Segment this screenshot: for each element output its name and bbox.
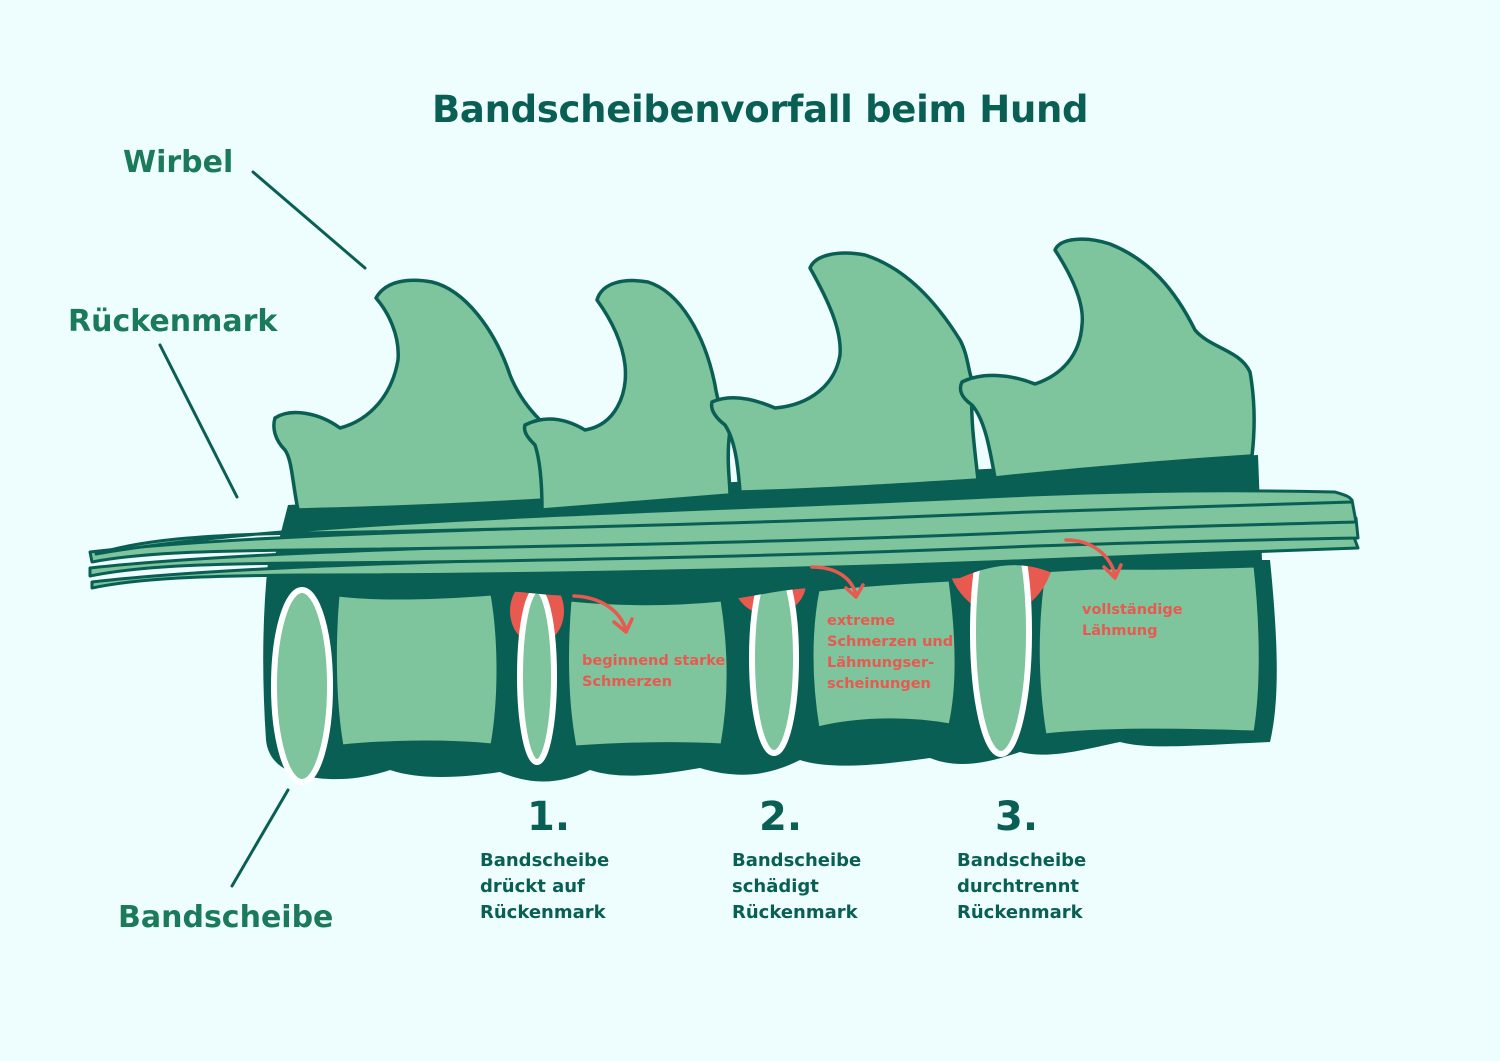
- label-disc: Bandscheibe: [118, 900, 334, 935]
- caption-stage-3: Bandscheibe durchtrennt Rückenmark: [957, 850, 1087, 923]
- spinal-cord: [88, 489, 1360, 590]
- arrow-stage-1: [572, 594, 634, 634]
- symptom-stage-2: extreme Schmerzen und Lähmungser- schein…: [827, 613, 954, 692]
- vertebra-arch-2: [522, 278, 732, 512]
- stage-number-2: 2.: [759, 794, 803, 840]
- caption-stage-1: Bandscheibe drückt auf Rückenmark: [480, 850, 610, 923]
- disc-healthy: [271, 587, 333, 785]
- label-vertebra: Wirbel: [123, 145, 234, 180]
- caption-stage-2: Bandscheibe schädigt Rückenmark: [732, 850, 862, 923]
- intervertebral-discs: [271, 470, 1056, 785]
- arrow-stage-3: [1064, 538, 1123, 580]
- vertebral-body-1: [333, 592, 500, 748]
- vertebral-body-3: [810, 578, 958, 730]
- label-spinal-cord: Rückenmark: [68, 304, 278, 339]
- vertebral-body-4: [1036, 564, 1262, 737]
- disc-leader-line: [230, 788, 290, 888]
- vertebra-arch-3: [709, 251, 980, 494]
- page-title: Bandscheibenvorfall beim Hund: [432, 88, 1089, 131]
- spinal-cord-leader-line: [158, 343, 239, 499]
- symptom-stage-3: vollständige Lähmung: [1082, 602, 1183, 639]
- stage-number-3: 3.: [995, 794, 1039, 840]
- disc-stage-1: [517, 587, 557, 765]
- vertebra-arch-1: [272, 278, 547, 512]
- arrow-stage-2: [810, 565, 865, 599]
- stage-number-1: 1.: [527, 794, 571, 840]
- vertebral-body-2: [565, 598, 730, 749]
- symptom-stage-1: beginnend starke Schmerzen: [582, 653, 726, 690]
- vertebra-leader-line: [251, 170, 367, 270]
- vertebra-arch-4: [958, 237, 1256, 480]
